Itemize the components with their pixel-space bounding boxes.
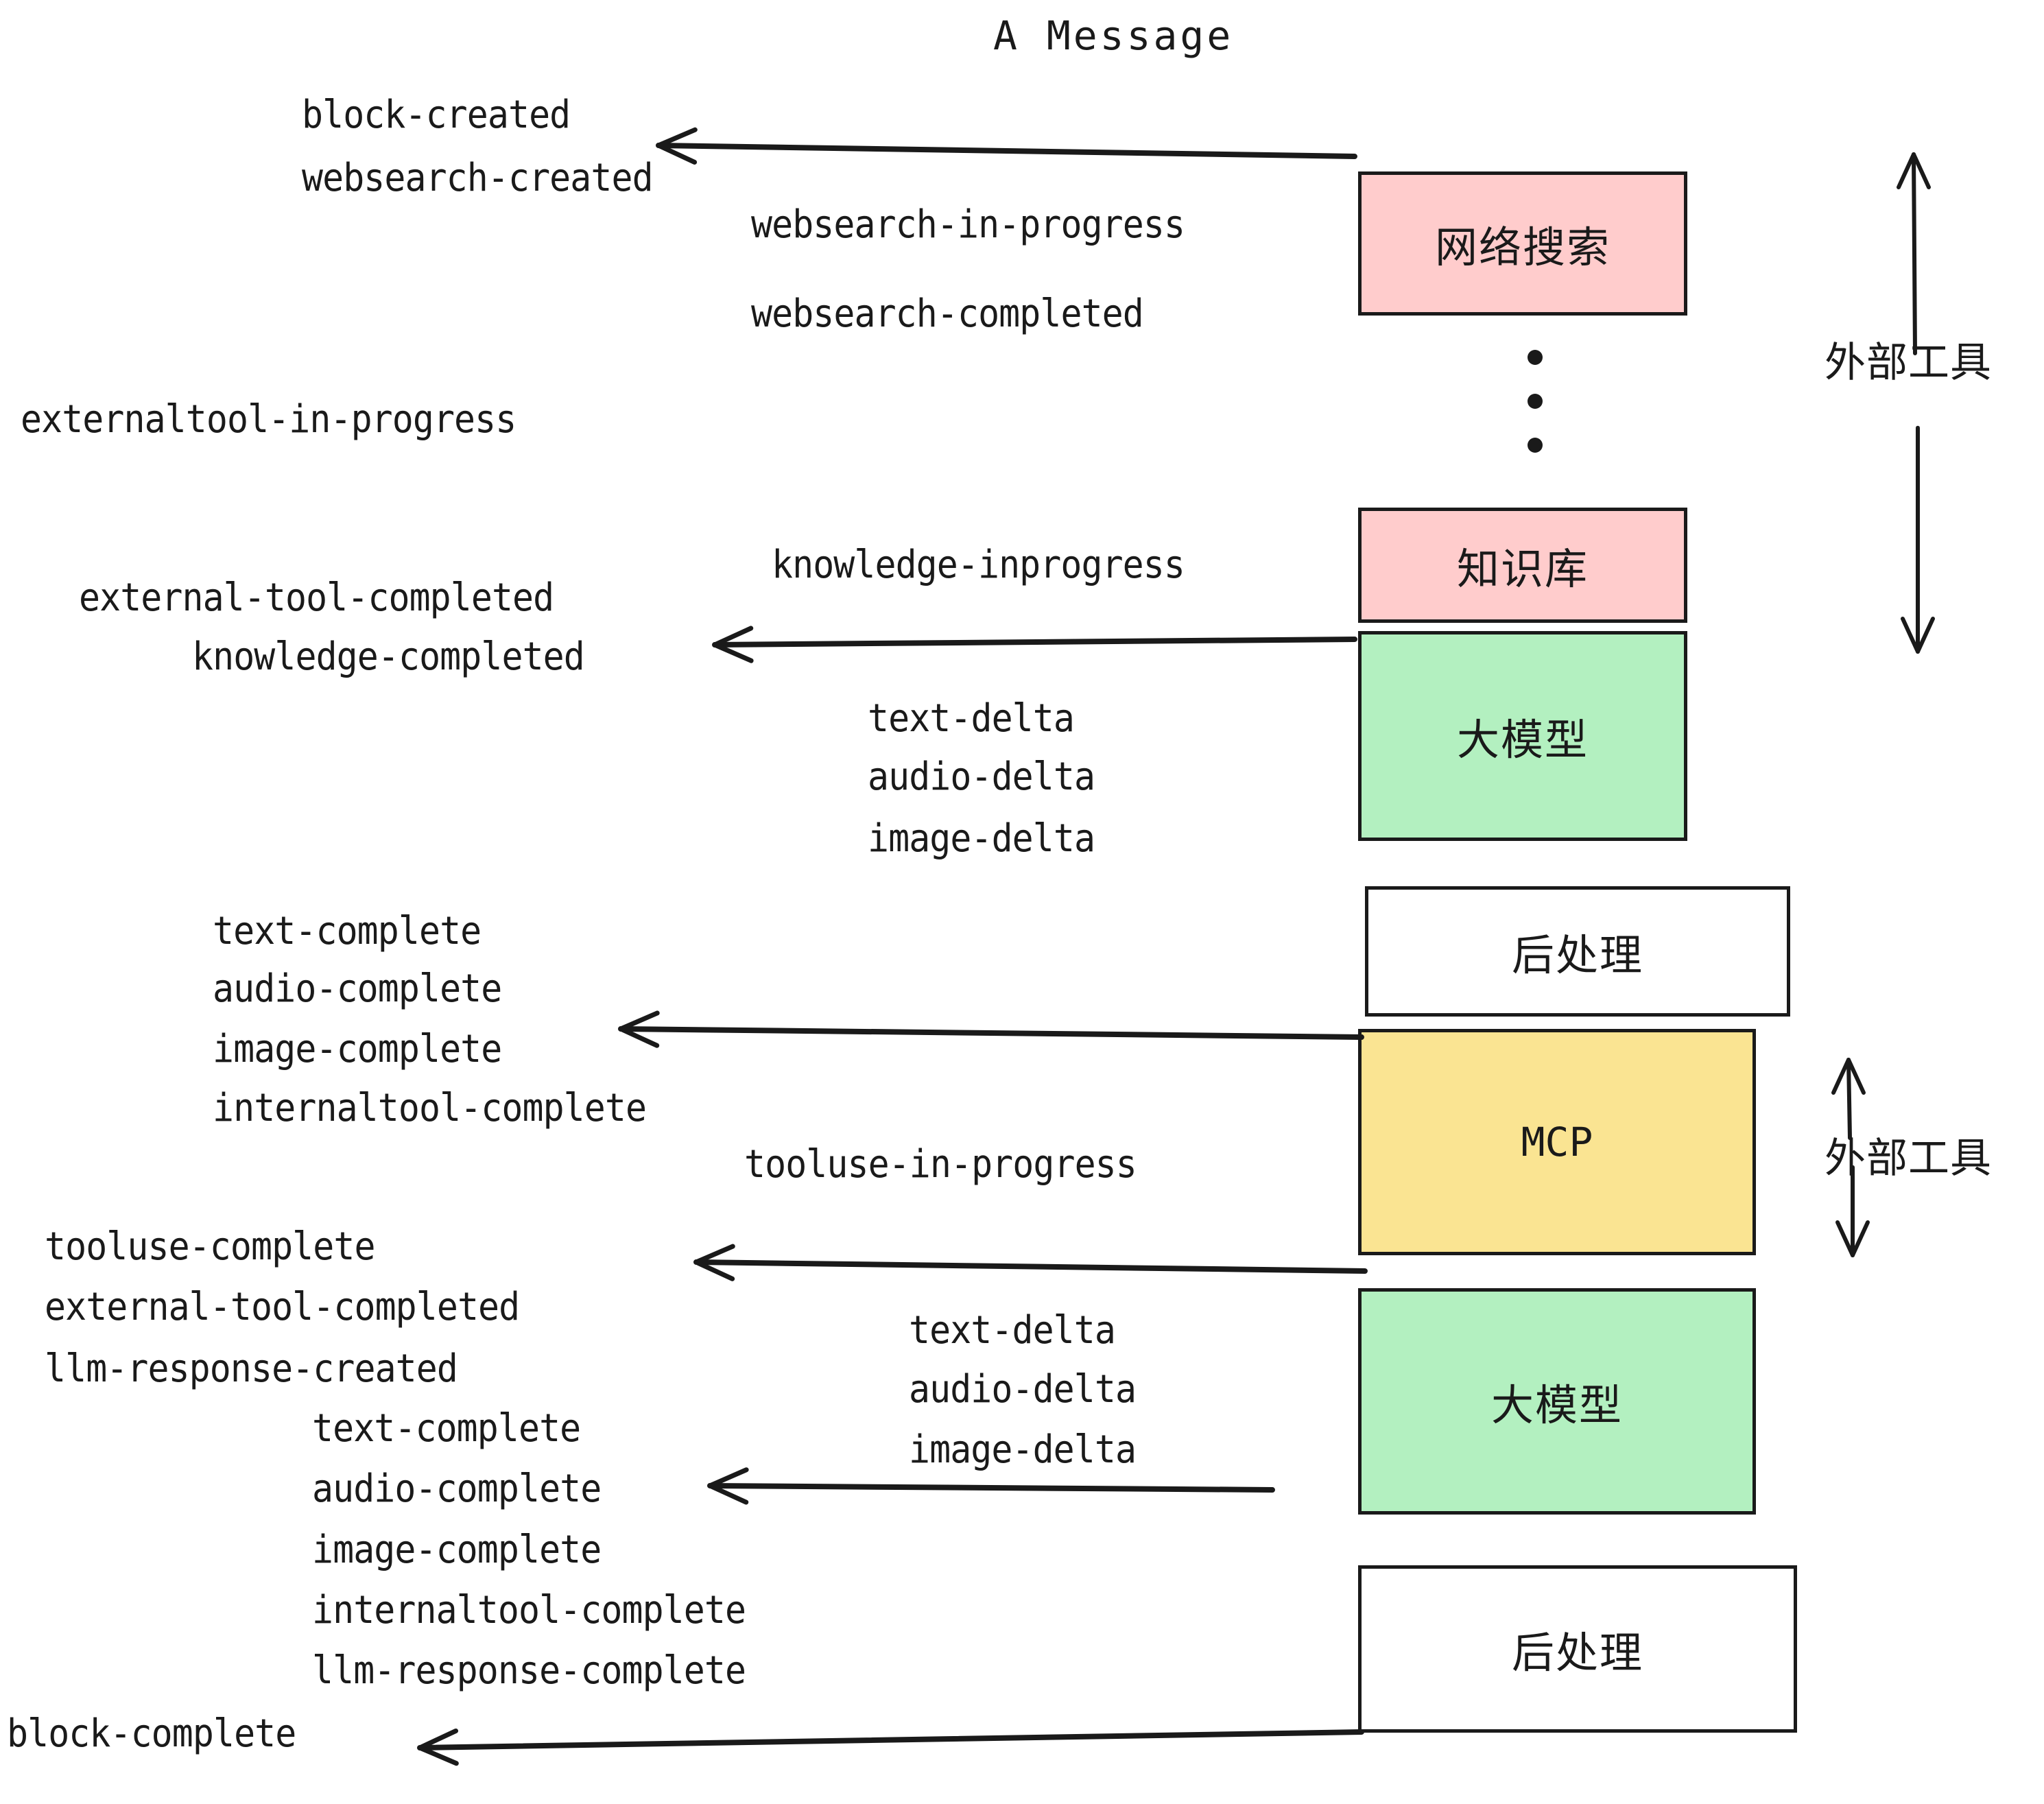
event-label-audio-complete-2: audio-complete [312, 1467, 602, 1511]
node-mcp[interactable]: MCP [1358, 1029, 1756, 1255]
event-label-websearch-created: websearch-created [302, 156, 654, 200]
event-label-knowledge-inprogress: knowledge-inprogress [772, 543, 1185, 587]
event-label-knowledge-completed: knowledge-completed [192, 634, 585, 679]
node-llm-second[interactable]: 大模型 [1358, 1288, 1756, 1515]
event-label-text-complete-1: text-complete [213, 909, 482, 953]
event-label-text-complete-2: text-complete [312, 1406, 581, 1451]
event-label-websearch-completed: websearch-completed [751, 292, 1144, 336]
event-label-block-complete: block-complete [7, 1711, 296, 1756]
arrow-arrow-tooluse-complete [693, 1244, 1368, 1281]
event-label-image-delta-1: image-delta [868, 816, 1095, 861]
node-postprocess-first[interactable]: 后处理 [1365, 886, 1790, 1017]
bidirectional-arrow-ext-tools-arrow-top [1897, 152, 1935, 654]
event-label-audio-complete-1: audio-complete [213, 966, 502, 1011]
event-label-internaltool-complete-1: internaltool-complete [213, 1086, 647, 1130]
event-label-llm-response-created: llm-response-created [45, 1346, 458, 1391]
arrow-arrow-image-complete [618, 1010, 1364, 1048]
event-label-audio-delta-2: audio-delta [909, 1367, 1137, 1412]
node-llm-first[interactable]: 大模型 [1358, 631, 1687, 841]
arrow-arrow-block-complete [417, 1728, 1364, 1766]
vertical-ellipsis-icon [1528, 350, 1543, 453]
side-label-external-tools-bottom: 外部工具 [1825, 1135, 1992, 1183]
node-knowledge[interactable]: 知识库 [1358, 508, 1687, 623]
arrow-arrow-block-created [656, 127, 1357, 165]
event-label-tooluse-complete: tooluse-complete [45, 1224, 375, 1269]
node-postprocess-second[interactable]: 后处理 [1358, 1565, 1797, 1733]
event-label-text-delta-1: text-delta [868, 696, 1075, 741]
side-label-external-tools-top: 外部工具 [1825, 339, 1992, 387]
event-label-image-complete-1: image-complete [213, 1027, 502, 1071]
event-label-audio-delta-1: audio-delta [868, 755, 1095, 799]
ellipsis-dot [1528, 350, 1543, 365]
arrow-arrow-audio-complete [707, 1467, 1275, 1505]
ellipsis-dot [1528, 394, 1543, 409]
event-label-image-delta-2: image-delta [909, 1427, 1137, 1472]
node-websearch[interactable]: 网络搜索 [1358, 171, 1687, 316]
event-label-internaltool-complete-2: internaltool-complete [312, 1588, 746, 1633]
event-label-text-delta-2: text-delta [909, 1308, 1116, 1353]
event-label-websearch-in-progress: websearch-in-progress [751, 202, 1185, 247]
event-label-llm-response-complete: llm-response-complete [312, 1648, 746, 1693]
event-label-external-tool-completed-1: external-tool-completed [79, 575, 554, 620]
page-title: A Message [993, 12, 1234, 59]
event-label-external-tool-completed-2: external-tool-completed [45, 1285, 520, 1329]
event-label-tooluse-in-progress: tooluse-in-progress [744, 1142, 1137, 1187]
event-label-externaltool-in-progress: externaltool-in-progress [21, 397, 516, 442]
arrow-arrow-knowledge [712, 626, 1357, 663]
ellipsis-dot [1528, 438, 1543, 453]
event-label-block-created: block-created [302, 93, 571, 137]
event-label-image-complete-2: image-complete [312, 1528, 602, 1572]
